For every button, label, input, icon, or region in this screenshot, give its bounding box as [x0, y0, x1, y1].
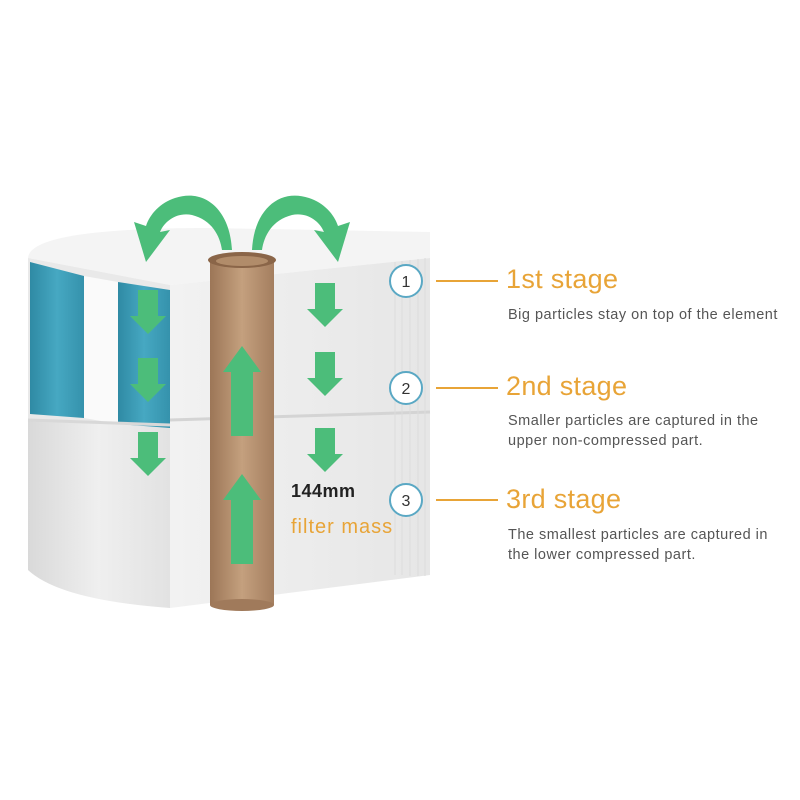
stage-description-3: The smallest particles are captured in t… — [508, 527, 768, 563]
down-arrow-icon — [130, 358, 166, 402]
down-arrow-icon — [307, 352, 343, 396]
down-arrow-icon — [307, 283, 343, 327]
filter-cut-face — [170, 258, 430, 608]
down-arrow-icon — [130, 432, 166, 476]
stage-description-1: Big particles stay on top of the element — [508, 307, 778, 323]
filter-layers — [394, 258, 426, 576]
stage-marker-3 — [389, 483, 423, 517]
up-arrows — [223, 346, 261, 564]
stage-title-2: 2nd stage — [506, 371, 628, 401]
stage-marker-2 — [389, 371, 423, 405]
down-arrows — [130, 283, 343, 476]
white-gap-strip — [84, 276, 118, 424]
stage-title-3: 3rd stage — [506, 484, 622, 514]
stage-number-1: 1 — [402, 274, 411, 291]
curved-arrow-icon — [134, 195, 232, 262]
filter-lower-section — [28, 420, 170, 608]
up-arrow-icon — [223, 346, 261, 436]
compression-seam-left — [27, 418, 171, 427]
stage-number-2: 2 — [402, 381, 411, 398]
stage-title-1: 1st stage — [506, 264, 619, 294]
stage-number-3: 3 — [402, 493, 411, 510]
curved-arrows — [134, 195, 350, 262]
filter-height-value: 144mm — [291, 481, 356, 501]
up-arrow-icon — [223, 474, 261, 564]
stage-marker-1 — [389, 264, 423, 298]
blue-liner-strip — [30, 262, 84, 418]
stage-markers: 1 2 3 — [389, 264, 498, 517]
down-arrow-icon — [307, 428, 343, 472]
stage-description-2: Smaller particles are captured in the up… — [508, 413, 759, 449]
down-arrow-icon — [130, 290, 166, 334]
curved-arrow-icon — [252, 195, 350, 262]
filter-mass-label: filter mass — [291, 516, 394, 538]
